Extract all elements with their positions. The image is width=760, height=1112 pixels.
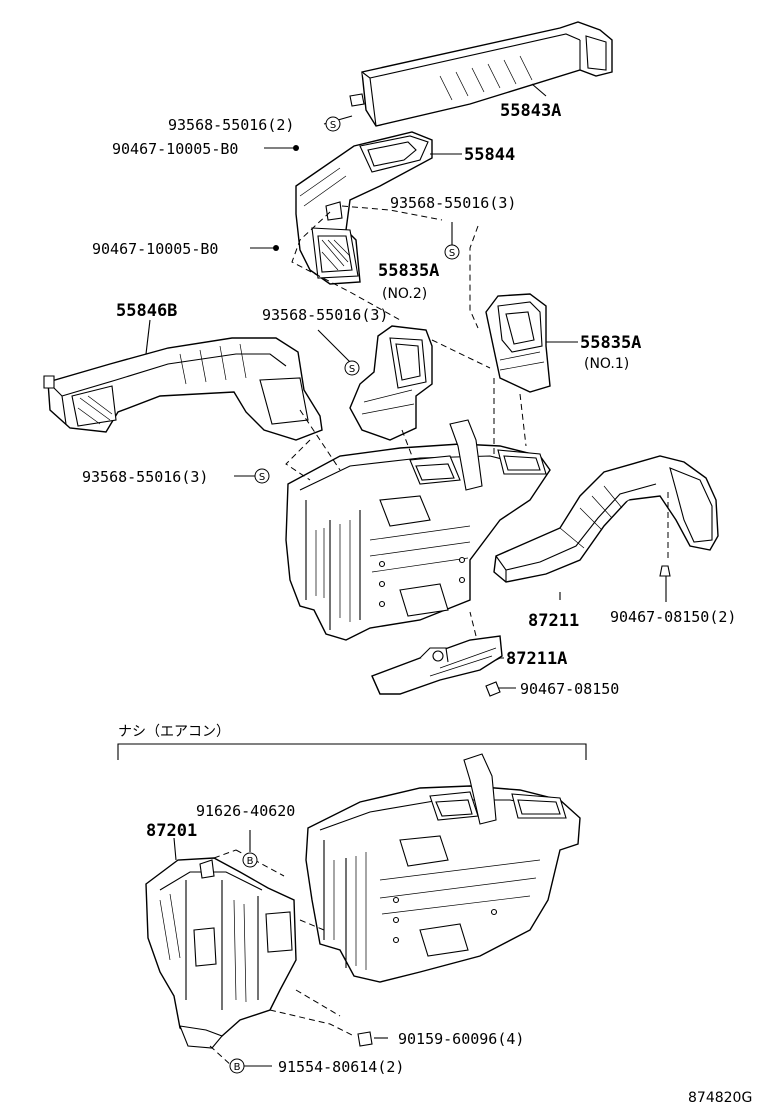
duct-55843A	[349, 21, 613, 127]
label-90467-08150: 90467-08150	[520, 680, 619, 698]
label-section: ナシ（エアコン）	[118, 724, 230, 740]
label-90159-60096-4: 90159-60096(4)	[398, 1030, 524, 1048]
label-90467-10005-B0-b: 90467-10005-B0	[92, 240, 218, 258]
label-55844: 55844	[464, 145, 515, 165]
label-87201: 87201	[146, 821, 197, 841]
label-55846B: 55846B	[116, 301, 177, 321]
duct-55835A-no1	[485, 293, 551, 393]
heater-unit-upper	[285, 419, 551, 641]
s-symbol-1: S	[325, 116, 341, 132]
assembly-lines	[209, 205, 669, 1067]
label-87211: 87211	[528, 611, 579, 631]
svg-text:B: B	[234, 1062, 241, 1073]
duct-87211A	[371, 635, 503, 695]
label-55843A: 55843A	[500, 101, 561, 121]
label-87211A: 87211A	[506, 649, 567, 669]
duct-87211	[493, 455, 719, 583]
s-symbol-4: S	[254, 468, 270, 484]
fastener-symbols: S S S S B B	[229, 116, 460, 1074]
label-91554-80614-2: 91554-80614(2)	[278, 1058, 404, 1076]
label-93568-55016-3-b: 93568-55016(3)	[262, 306, 388, 324]
leader-lines	[145, 83, 671, 1067]
label-55835A-no2: 55835A	[378, 261, 439, 281]
label-55835A-no1: 55835A	[580, 333, 641, 353]
svg-text:S: S	[330, 120, 336, 131]
svg-text:B: B	[247, 856, 254, 867]
label-no2: (NO.2)	[382, 286, 427, 302]
b-symbol-2: B	[229, 1058, 245, 1074]
part-labels: 55843A 93568-55016(2) 90467-10005-B0 558…	[82, 101, 752, 1106]
label-93568-55016-3-c: 93568-55016(3)	[82, 468, 208, 486]
diagram-id: 874820G	[688, 1090, 752, 1106]
s-symbol-3: S	[344, 360, 360, 376]
svg-text:S: S	[259, 472, 265, 483]
heater-unit-lower	[305, 753, 581, 983]
duct-55844	[295, 131, 433, 285]
case-87201	[145, 857, 297, 1049]
duct-55835A-no2	[349, 325, 433, 441]
label-90467-10005-B0-a: 90467-10005-B0	[112, 140, 238, 158]
label-no1: (NO.1)	[584, 356, 629, 372]
s-symbol-2: S	[444, 244, 460, 260]
label-90467-08150-2: 90467-08150(2)	[610, 608, 736, 626]
svg-text:S: S	[349, 364, 355, 375]
b-symbol-1: B	[242, 852, 258, 868]
label-93568-55016-3-a: 93568-55016(3)	[390, 194, 516, 212]
label-91626-40620: 91626-40620	[196, 802, 295, 820]
svg-text:S: S	[449, 248, 455, 259]
section-bracket	[117, 743, 587, 760]
label-93568-55016-2: 93568-55016(2)	[168, 116, 294, 134]
duct-55846B	[43, 337, 323, 441]
